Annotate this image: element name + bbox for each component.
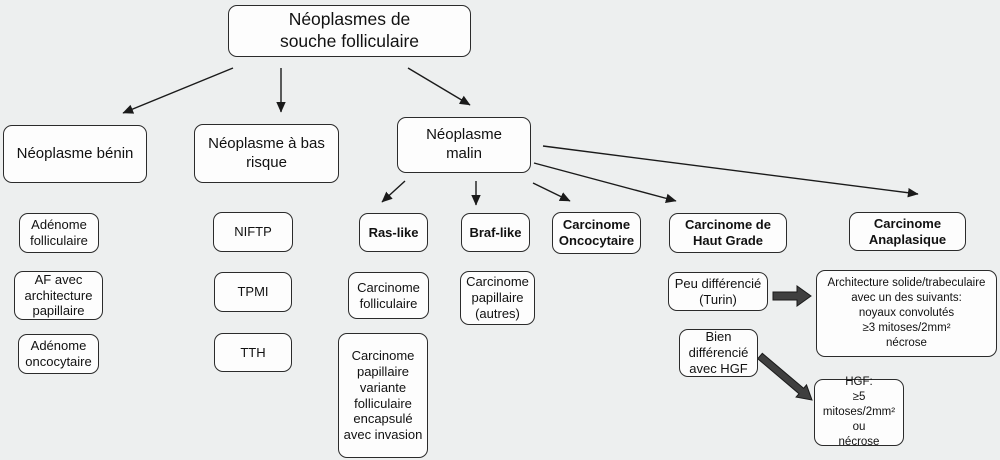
node-root: Néoplasmes de souche folliculaire	[228, 5, 471, 57]
node-cpvf-encapsulated-invasion: Carcinome papillaire variante folliculai…	[338, 333, 428, 458]
thick-arrow-hgf-to-criteria	[756, 352, 813, 401]
arrow-malignant-to-oncocytic	[532, 182, 571, 202]
node-carcinoma-anaplastic: Carcinome Anaplasique	[849, 212, 966, 251]
node-niftp: NIFTP	[213, 212, 293, 252]
node-braf-like: Braf-like	[461, 213, 530, 252]
node-adenoma-oncocytic: Adénome oncocytaire	[18, 334, 99, 374]
node-hgf-criteria: HGF: ≥5 mitoses/2mm² ou nécrose	[814, 376, 904, 448]
arrow-malignant-to-anaplastic	[542, 145, 919, 198]
node-af-papillary-architecture: AF avec architecture papillaire	[14, 271, 103, 320]
arrow-malignant-to-highgrade	[533, 162, 677, 203]
arrow-root-to-benign	[122, 67, 234, 114]
node-malignant: Néoplasme malin	[397, 117, 531, 173]
node-tth: TTH	[214, 333, 292, 372]
arrow-root-to-malignant	[407, 67, 471, 106]
node-tpmi: TPMI	[214, 272, 292, 312]
node-well-differentiated-hgf: Bien différencié avec HGF	[679, 329, 758, 377]
arrow-malignant-to-ras	[381, 180, 406, 203]
node-low-risk: Néoplasme à bas risque	[194, 124, 339, 183]
node-benign: Néoplasme bénin	[3, 125, 147, 183]
node-adenoma-follicular: Adénome folliculaire	[19, 213, 99, 253]
node-high-grade-criteria: Architecture solide/trabeculaire avec un…	[816, 270, 997, 357]
thick-arrow-turin-to-criteria	[772, 285, 812, 307]
node-carcinoma-oncocytic: Carcinome Oncocytaire	[552, 212, 641, 254]
node-carcinoma-papillary-others: Carcinome papillaire (autres)	[460, 271, 535, 325]
node-carcinoma-follicular: Carcinome folliculaire	[348, 272, 429, 319]
node-poorly-differentiated-turin: Peu différencié (Turin)	[668, 272, 768, 311]
node-ras-like: Ras-like	[359, 213, 428, 252]
node-carcinoma-high-grade: Carcinome de Haut Grade	[669, 213, 787, 253]
